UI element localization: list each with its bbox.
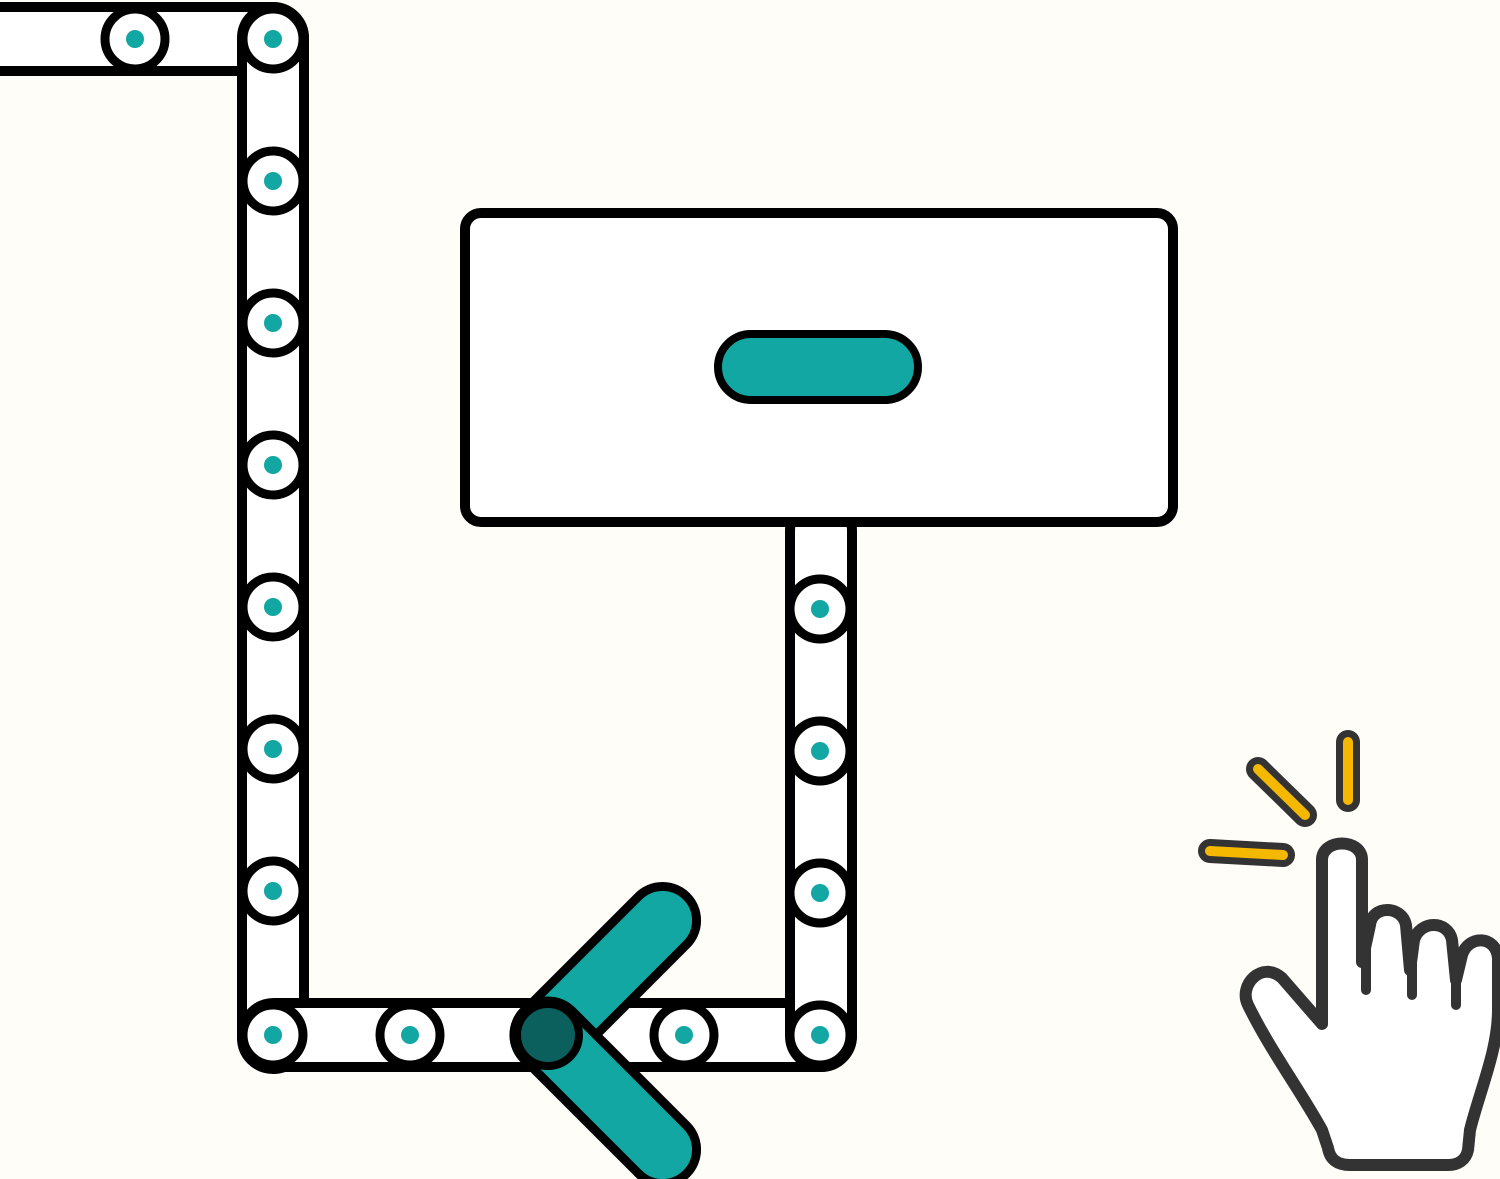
roller: [380, 1005, 440, 1065]
machine-box[interactable]: [465, 213, 1173, 522]
roller: [243, 151, 303, 211]
roller: [790, 1005, 850, 1065]
machine-slot[interactable]: [718, 334, 918, 400]
roller: [654, 1005, 714, 1065]
roller: [790, 721, 850, 781]
roller: [243, 577, 303, 637]
roller: [243, 435, 303, 495]
roller: [243, 9, 303, 69]
roller: [790, 579, 850, 639]
arrow-joint: [517, 1004, 579, 1066]
roller: [243, 719, 303, 779]
roller: [243, 1005, 303, 1065]
roller: [243, 861, 303, 921]
roller: [243, 293, 303, 353]
roller: [790, 863, 850, 923]
roller-dot: [126, 30, 144, 48]
roller: [105, 9, 165, 69]
